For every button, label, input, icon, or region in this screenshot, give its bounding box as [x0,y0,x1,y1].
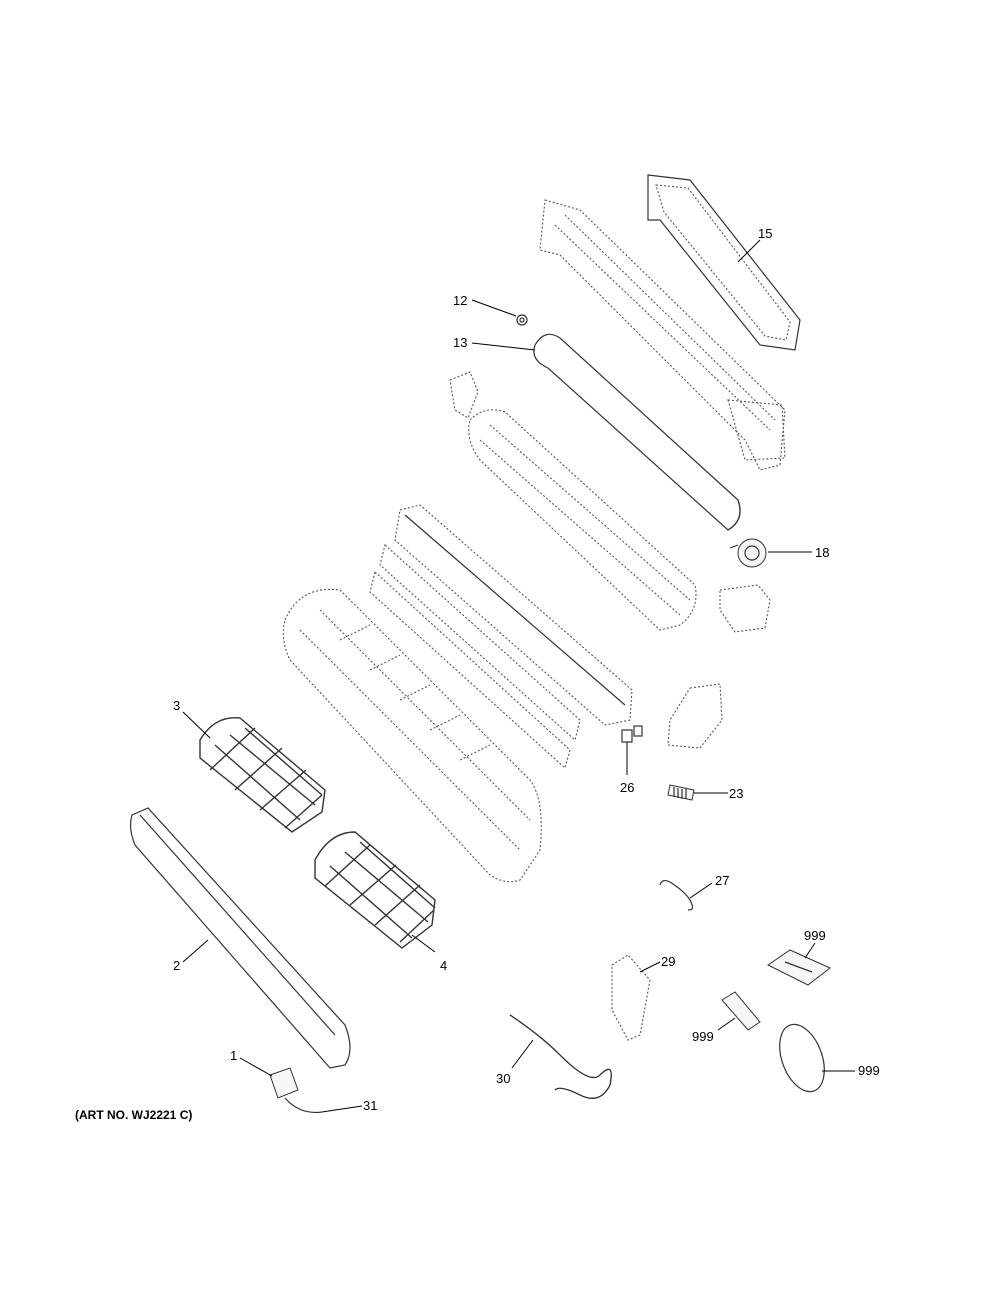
part-18-motor[interactable] [729,538,767,568]
part-3-air-filter[interactable] [199,716,326,833]
part-2-front-panel[interactable] [129,807,351,1069]
callout-13: 13 [453,335,467,350]
part-1-display-board[interactable] [269,1067,299,1099]
part-26-connector[interactable] [621,725,643,743]
blower-wheel [468,409,697,631]
part-29-cover[interactable] [611,954,651,1041]
part-27-sensor-wire[interactable] [659,879,694,911]
part-31-wire[interactable] [284,1097,323,1114]
part-999-remote[interactable] [721,991,761,1031]
leader-lines [182,239,855,1113]
callout-23: 23 [729,786,743,801]
callout-29: 29 [661,954,675,969]
callout-999-cable: 999 [858,1063,880,1078]
part-999-label[interactable] [767,949,831,986]
callout-999-label: 999 [804,928,826,943]
part-4-air-filter[interactable] [314,831,436,949]
art-number: (ART NO. WJ2221 C) [75,1108,192,1122]
part-999-cable[interactable] [771,1018,833,1097]
callout-30: 30 [496,1071,510,1086]
back-chassis [539,199,786,471]
callout-26: 26 [620,780,634,795]
callout-2: 2 [173,958,180,973]
callout-999-remote: 999 [692,1029,714,1044]
callout-4: 4 [440,958,447,973]
callout-18: 18 [815,545,829,560]
part-30-drain-hose[interactable] [509,1014,612,1099]
callout-31: 31 [363,1098,377,1113]
part-23-terminal-block[interactable] [667,784,695,801]
evaporator-coil [369,504,633,770]
front-cabinet [282,588,542,883]
callout-27: 27 [715,873,729,888]
motor-bracket [719,584,771,633]
control-bracket [667,683,723,749]
part-15-mounting-plate[interactable] [647,174,801,351]
callout-1: 1 [230,1048,237,1063]
callout-15: 15 [758,226,772,241]
callout-12: 12 [453,293,467,308]
part-13-cylinder[interactable] [533,333,741,531]
part-12-bushing[interactable] [516,314,528,326]
left-bracket [449,371,479,419]
callout-3: 3 [173,698,180,713]
